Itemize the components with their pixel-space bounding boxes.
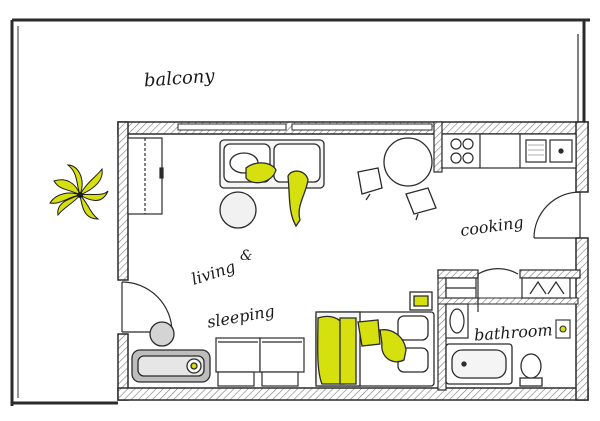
stove-icon [450,138,474,164]
living-label: living [189,257,238,289]
kitchen-sink-icon [525,139,573,163]
living-amp-label: & [240,248,252,264]
balcony-outline [10,18,590,406]
bathtub-icon [445,343,513,385]
ottoman [219,191,257,229]
apartment-walls [117,121,589,401]
double-bed-icon [315,291,435,387]
bathroom-label: bathroom [473,320,553,344]
balcony-label: balcony [143,66,216,92]
potted-plant-icon [49,164,109,220]
toilet-icon [519,353,543,387]
sofa-icon [219,139,325,228]
bathroom-door [477,268,519,312]
round-table-icon [357,137,437,221]
sleeping-label: sleeping [206,301,276,332]
wardrobe [127,137,164,215]
bathroom-vanity [445,277,571,299]
washbasin-small [555,319,571,339]
side-cabinet [131,321,211,383]
kitchen-door [533,191,581,239]
cooking-label: cooking [459,212,525,240]
bathroom-sink-icon [445,303,469,339]
low-cabinets [215,337,305,387]
